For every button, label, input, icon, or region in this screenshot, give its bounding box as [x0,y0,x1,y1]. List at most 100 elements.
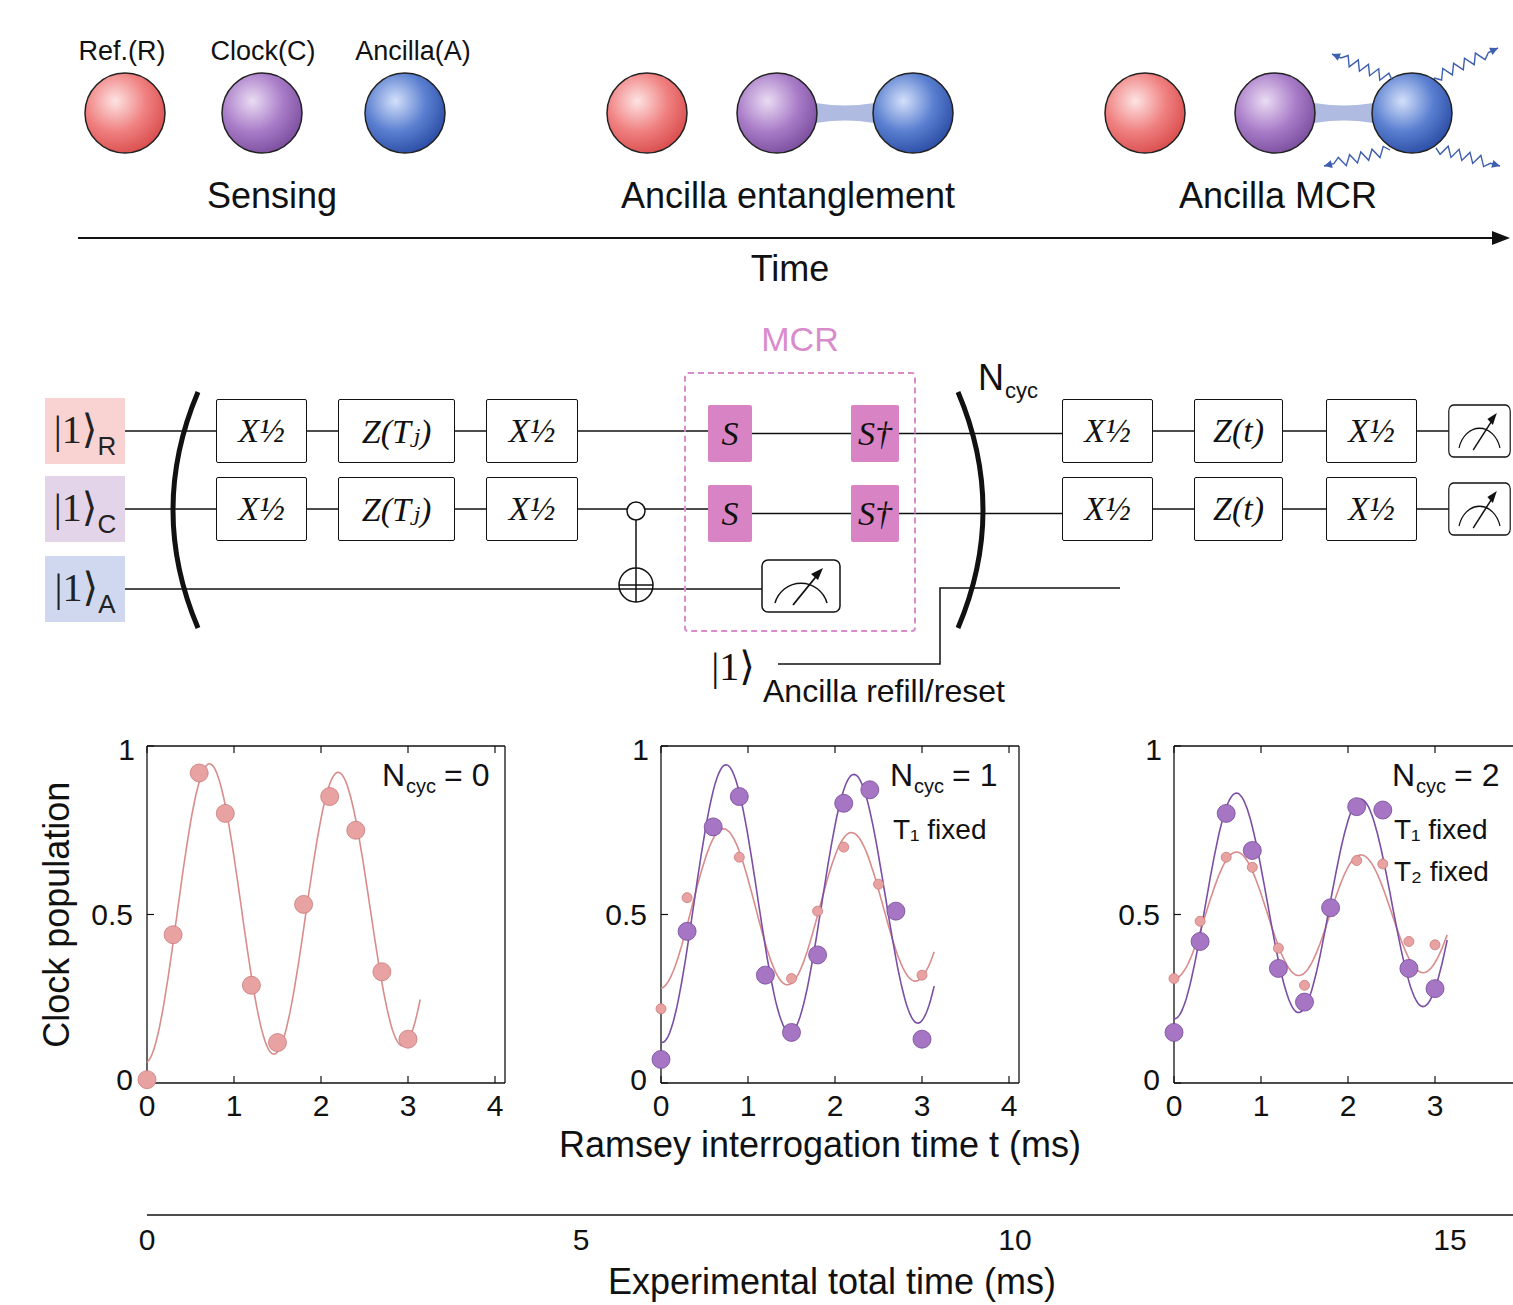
data-point [1247,862,1257,872]
clock-atom [737,73,817,153]
ramsey-plots [138,746,1513,1089]
mcr-region: MCRSS†SS† [684,372,916,632]
node-text: S [722,415,739,453]
label-text: 3 [400,1089,417,1124]
gate-box: X½ [1326,399,1417,463]
label-text: 0.5 [91,898,133,933]
clock-atom [222,73,302,153]
data-point [783,1023,801,1041]
label-text: 15 [1433,1223,1466,1258]
label-text: cyc [1005,378,1038,403]
label-text: 0 [653,1089,670,1124]
qubit-wire [1153,430,1194,432]
tick-mark [1173,1076,1174,1083]
label-text: 3 [1427,1089,1444,1124]
label-text: cyc [914,775,944,798]
data-point [1165,1023,1183,1041]
node-text: Z(Tⱼ) [362,489,431,529]
photon-wave [1436,146,1500,166]
data-point [1300,980,1310,990]
cnot-target [619,568,653,602]
data-point [1374,801,1392,819]
label-text: N [382,757,405,794]
reference-atom [607,73,687,153]
data-point [813,906,823,916]
arrow-head [1489,48,1498,55]
data-point [1352,856,1362,866]
ancilla-atom [1372,73,1452,153]
cnot-target [619,584,653,586]
data-point [1221,852,1231,862]
plot-frame [1174,745,1513,746]
label-text: 1 [226,1089,243,1124]
measurement-symbol [1449,483,1510,535]
measurement-symbol [1449,405,1510,457]
label-text: 4 [487,1089,504,1124]
label-text: cyc [1416,775,1446,798]
qubit-wire [455,430,486,432]
label-text: N [1392,757,1415,794]
qubit-wire [899,433,1062,435]
label-text: 0 [116,1063,133,1098]
tick-mark [921,746,922,753]
data-point [1400,959,1418,977]
label-text: 0 [139,1089,156,1124]
data-point [1296,993,1314,1011]
label-text: 1 [740,1089,757,1124]
arrow-head [1324,160,1333,168]
tick-mark [146,746,147,753]
tick-mark [494,746,495,753]
plot-frame [147,745,505,746]
data-point [787,974,797,984]
node-text: X½ [1348,412,1394,450]
label-text: Clock population [36,782,77,1048]
tick-mark [1347,1076,1348,1083]
photon-wave [1434,48,1498,80]
label-text: 0.5 [1118,898,1160,933]
tick-mark [1174,1082,1181,1083]
tick-mark [233,1076,234,1083]
gate-box: Z(Tⱼ) [338,477,455,541]
node-text: |1⟩ [54,484,98,531]
label-text: Experimental total time (ms) [608,1261,1056,1302]
label-text: Sensing [207,175,337,216]
gate-box: X½ [216,399,307,463]
tick-mark [407,746,408,753]
data-point [1195,916,1205,926]
label-text: Ancilla entanglement [621,175,955,216]
label-text: 0 [139,1223,156,1258]
gate-box: X½ [1062,477,1153,541]
data-point [1269,959,1287,977]
node-text: X½ [1084,412,1130,450]
gate-box: X½ [1062,399,1153,463]
data-point [1322,899,1340,917]
plot-axis [147,1082,505,1083]
label-text: Clock(C) [211,36,316,67]
phase-gate-box: S† [851,405,899,462]
label-text: T₁ fixed [1394,814,1487,846]
tick-mark [1008,1076,1009,1083]
qubit-wire [455,508,486,510]
node-subscript: C [97,509,116,540]
gate-box: X½ [216,477,307,541]
plot-frame [504,746,505,1083]
cnot-line [635,520,637,602]
data-point [682,893,692,903]
qubit-wire [578,430,708,432]
measurement-symbol [762,560,840,612]
label-text: 0 [1143,1063,1160,1098]
data-point [1217,804,1235,822]
clock-atom [1235,73,1315,153]
data-point [347,821,365,839]
data-point [1430,940,1440,950]
label-text: 2 [827,1089,844,1124]
tick-mark [660,746,661,753]
arrow-head [1492,231,1510,245]
node-text: MCR [686,320,914,359]
label-text: N [890,757,913,794]
tick-mark [1260,1076,1261,1083]
node-text: S [722,495,739,533]
node-text: S† [858,415,892,453]
total-time-axis [147,1214,1513,1216]
label-text: 3 [914,1089,931,1124]
